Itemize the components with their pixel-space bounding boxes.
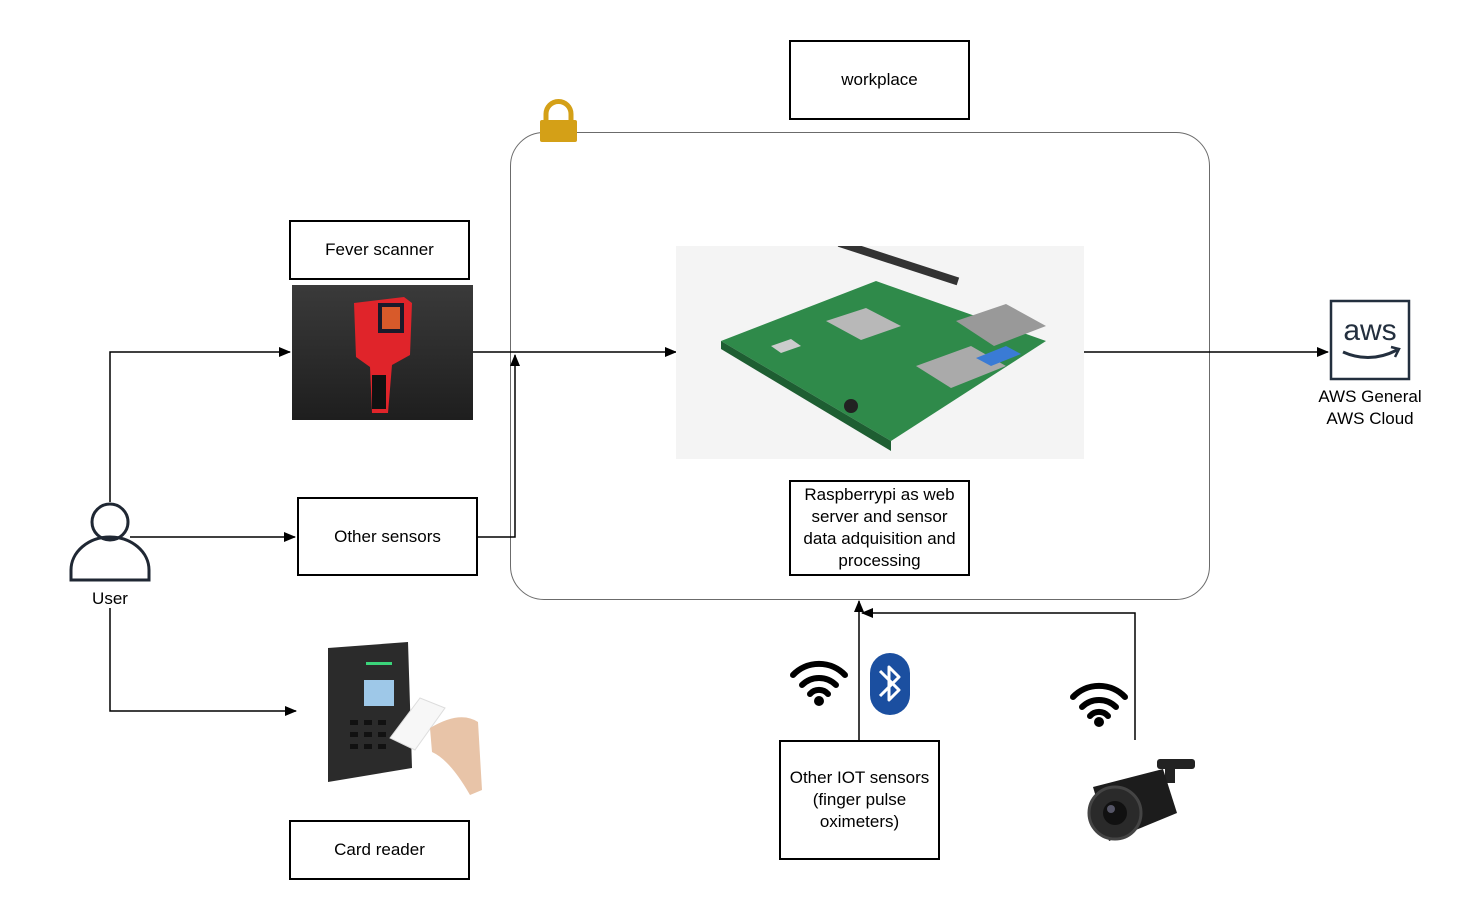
edge-camera-workplace: [861, 608, 1136, 740]
aws-logo-text: aws: [1343, 314, 1396, 347]
workplace-container: [510, 132, 1210, 600]
fever-scanner-box: Fever scanner: [289, 220, 470, 280]
edge-other-sensors-junction: [478, 354, 520, 538]
raspberrypi-box: Raspberrypi as web server and sensor dat…: [789, 480, 970, 576]
bluetooth-icon: [870, 653, 910, 715]
aws-label: AWS General AWS Cloud: [1318, 387, 1422, 428]
other-sensors-label: Other sensors: [334, 526, 441, 546]
card-reader-image: [320, 640, 485, 798]
workplace-label: workplace: [841, 70, 918, 89]
wifi-icon: [1070, 682, 1128, 727]
aws-icon: aws: [1329, 299, 1411, 381]
raspberrypi-label: Raspberrypi as web server and sensor dat…: [803, 485, 956, 570]
other-sensors-box: Other sensors: [297, 497, 478, 576]
user-icon: [69, 502, 151, 582]
other-iot-box: Other IOT sensors (finger pulse oximeter…: [779, 740, 940, 860]
workplace-label-box: workplace: [789, 40, 970, 120]
user-label: User: [92, 589, 128, 608]
raspberry-pi-image: [676, 246, 1084, 459]
edge-user-card-reader: [109, 608, 297, 716]
card-reader-box: Card reader: [289, 820, 470, 880]
thermal-scanner-image: [292, 285, 473, 420]
wifi-icon: [790, 660, 848, 706]
card-reader-label: Card reader: [334, 840, 425, 859]
edge-user-fever-scanner: [109, 347, 291, 502]
lock-icon: [540, 99, 577, 142]
fever-scanner-label: Fever scanner: [325, 240, 434, 259]
other-iot-label: Other IOT sensors (finger pulse oximeter…: [789, 768, 930, 831]
camera-icon: [1085, 755, 1200, 860]
